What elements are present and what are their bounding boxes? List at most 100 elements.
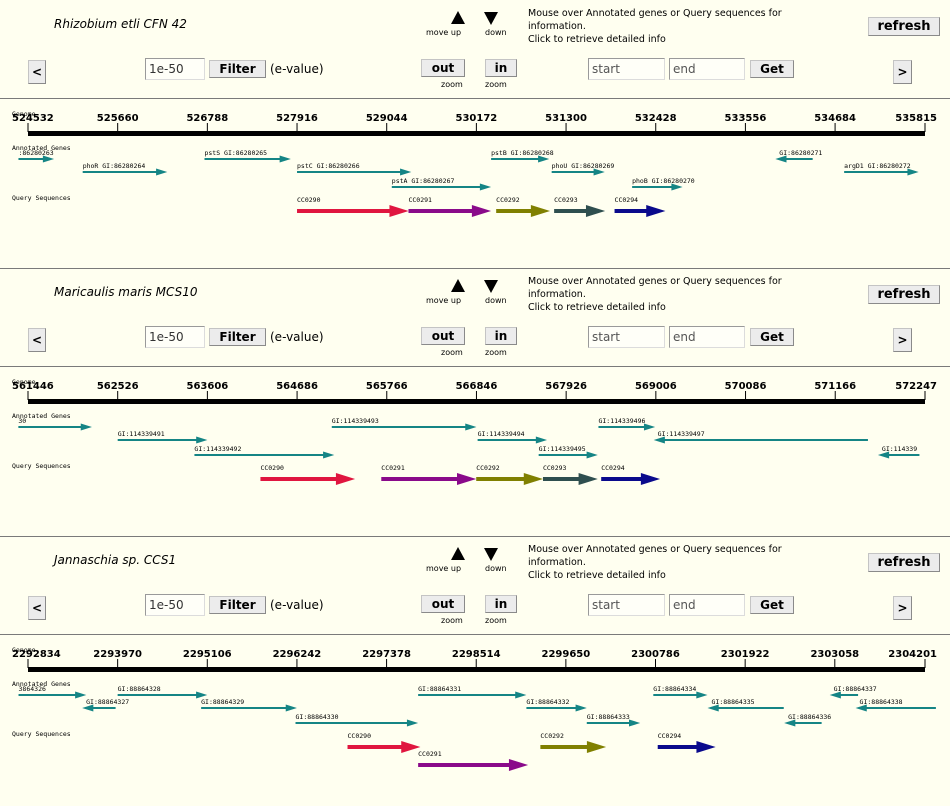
query-sequence-arrow[interactable] [540,741,607,753]
prev-button[interactable]: < [28,596,46,620]
query-sequence-arrow[interactable] [260,473,356,485]
move-up-icon[interactable] [451,11,465,24]
query-sequence-label[interactable]: CC0294 [601,464,625,472]
annotated-gene-arrow[interactable] [598,423,656,431]
evalue-input[interactable]: 1e-50 [145,594,205,616]
annotated-gene-label[interactable]: pstB GI:86280268 [491,149,554,157]
move-down-icon[interactable] [484,12,498,25]
query-sequence-arrow[interactable] [297,205,409,217]
query-sequence-label[interactable]: CC0290 [260,464,284,472]
query-sequence-arrow[interactable] [614,205,666,217]
annotated-gene-arrow[interactable] [204,155,291,163]
annotated-gene-arrow[interactable] [877,451,920,459]
annotated-gene-label[interactable]: GI:88864337 [834,685,877,693]
end-input[interactable]: end [669,594,745,616]
refresh-button[interactable]: refresh [868,553,940,572]
query-sequence-label[interactable]: CC0294 [615,196,639,204]
get-button[interactable]: Get [750,596,794,614]
annotated-gene-label[interactable]: GI:88864333 [587,713,630,721]
annotated-gene-arrow[interactable] [82,704,116,712]
annotated-gene-arrow[interactable] [775,155,813,163]
annotated-gene-arrow[interactable] [784,719,822,727]
query-sequence-arrow[interactable] [657,741,716,753]
annotated-gene-arrow[interactable] [194,451,335,459]
annotated-gene-label[interactable]: GI:88864331 [418,685,461,693]
start-input[interactable]: start [588,58,665,80]
next-button[interactable]: > [893,328,912,352]
move-up-icon[interactable] [451,547,465,560]
filter-button[interactable]: Filter [209,596,266,614]
annotated-gene-label[interactable]: GI:114339497 [658,430,705,438]
annotated-gene-label[interactable]: pstA GI:86280267 [392,177,455,185]
annotated-gene-arrow[interactable] [477,436,548,444]
query-sequence-arrow[interactable] [381,473,477,485]
query-sequence-label[interactable]: CC0293 [543,464,567,472]
query-sequence-label[interactable]: CC0291 [408,196,432,204]
zoom-in-button[interactable]: in [485,595,517,613]
query-sequence-label[interactable]: CC0292 [476,464,500,472]
annotated-gene-label[interactable]: phoU GI:86280269 [552,162,615,170]
query-sequence-arrow[interactable] [418,759,529,771]
move-up-icon[interactable] [451,279,465,292]
get-button[interactable]: Get [750,60,794,78]
annotated-gene-arrow[interactable] [855,704,936,712]
annotated-gene-arrow[interactable] [586,719,641,727]
annotated-gene-label[interactable]: GI:88864335 [712,698,755,706]
query-sequence-arrow[interactable] [476,473,543,485]
annotated-gene-arrow[interactable] [391,183,492,191]
annotated-gene-label[interactable]: 3864326 [19,685,46,693]
move-down-icon[interactable] [484,548,498,561]
annotated-gene-label[interactable]: GI:88864338 [860,698,903,706]
annotated-gene-arrow[interactable] [18,423,92,431]
annotated-gene-label[interactable]: GI:88864332 [526,698,569,706]
annotated-gene-label[interactable]: GI:114339492 [194,445,241,453]
prev-button[interactable]: < [28,60,46,84]
annotated-gene-label[interactable]: GI:114339491 [118,430,165,438]
query-sequence-arrow[interactable] [542,473,598,485]
start-input[interactable]: start [588,326,665,348]
zoom-out-button[interactable]: out [421,59,465,77]
query-sequence-label[interactable]: CC0293 [554,196,578,204]
filter-button[interactable]: Filter [209,60,266,78]
annotated-gene-arrow[interactable] [18,691,87,699]
filter-button[interactable]: Filter [209,328,266,346]
annotated-gene-arrow[interactable] [331,423,477,431]
zoom-in-button[interactable]: in [485,59,517,77]
annotated-gene-arrow[interactable] [295,719,419,727]
query-sequence-arrow[interactable] [601,473,661,485]
annotated-gene-label[interactable]: GI:114339496 [598,417,645,425]
evalue-input[interactable]: 1e-50 [145,58,205,80]
annotated-gene-arrow[interactable] [82,168,168,176]
end-input[interactable]: end [669,326,745,348]
annotated-gene-label[interactable]: phoR GI:86280264 [83,162,146,170]
annotated-gene-label[interactable]: GI:114339495 [539,445,586,453]
annotated-gene-arrow[interactable] [538,451,598,459]
annotated-gene-arrow[interactable] [653,436,868,444]
annotated-gene-arrow[interactable] [117,436,208,444]
annotated-gene-label[interactable]: phoB GI:86280270 [632,177,695,185]
move-down-icon[interactable] [484,280,498,293]
annotated-gene-label[interactable]: GI:88864334 [653,685,696,693]
query-sequence-label[interactable]: CC0291 [381,464,405,472]
start-input[interactable]: start [588,594,665,616]
annotated-gene-label[interactable]: GI:114339494 [478,430,525,438]
annotated-gene-label[interactable]: GI:88864330 [296,713,339,721]
annotated-gene-label[interactable]: 30 [18,417,26,425]
annotated-gene-label[interactable]: GI:114339493 [332,417,379,425]
annotated-gene-arrow[interactable] [707,704,784,712]
end-input[interactable]: end [669,58,745,80]
annotated-gene-label[interactable]: GI:88864327 [86,698,129,706]
annotated-gene-arrow[interactable] [117,691,208,699]
get-button[interactable]: Get [750,328,794,346]
annotated-gene-label[interactable]: argD1 GI:86280272 [844,162,911,170]
annotated-gene-arrow[interactable] [829,691,859,699]
annotated-gene-label[interactable]: GI:86280271 [779,149,822,157]
annotated-gene-label[interactable]: GI:88864328 [118,685,161,693]
refresh-button[interactable]: refresh [868,17,940,36]
query-sequence-label[interactable]: CC0290 [297,196,321,204]
next-button[interactable]: > [893,596,912,620]
annotated-gene-arrow[interactable] [551,168,605,176]
annotated-gene-arrow[interactable] [653,691,708,699]
annotated-gene-label[interactable]: GI:88864336 [788,713,831,721]
next-button[interactable]: > [893,60,912,84]
